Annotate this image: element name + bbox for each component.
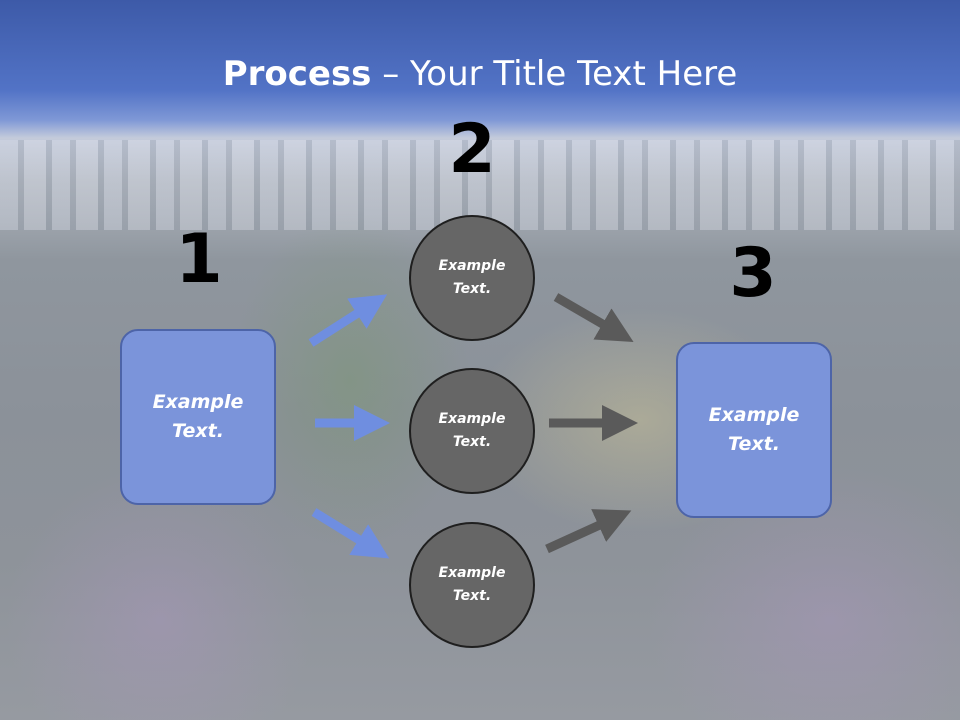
left-text-box[interactable]: Example Text. bbox=[120, 329, 276, 505]
right-box-label: Example Text. bbox=[708, 404, 800, 455]
step-number-3: 3 bbox=[729, 234, 777, 313]
arrow-left-to-top bbox=[308, 294, 388, 347]
title-rest: – Your Title Text Here bbox=[371, 54, 738, 94]
circle-bottom-label: Example Text. bbox=[438, 565, 506, 604]
circle-middle[interactable]: Example Text. bbox=[409, 368, 535, 494]
slide-title: Process – Your Title Text Here bbox=[0, 52, 960, 96]
arrow-top-to-right bbox=[553, 293, 634, 343]
circle-top[interactable]: Example Text. bbox=[409, 215, 535, 341]
title-bold: Process bbox=[222, 54, 372, 94]
step-number-2: 2 bbox=[448, 110, 496, 189]
circle-top-label: Example Text. bbox=[438, 258, 506, 297]
arrow-left-to-bottom bbox=[311, 508, 390, 559]
arrow-bottom-to-right bbox=[545, 509, 632, 554]
circle-bottom[interactable]: Example Text. bbox=[409, 522, 535, 648]
right-text-box[interactable]: Example Text. bbox=[676, 342, 832, 518]
step-number-1: 1 bbox=[175, 220, 223, 299]
circle-middle-label: Example Text. bbox=[438, 411, 506, 450]
left-box-label: Example Text. bbox=[152, 391, 244, 442]
